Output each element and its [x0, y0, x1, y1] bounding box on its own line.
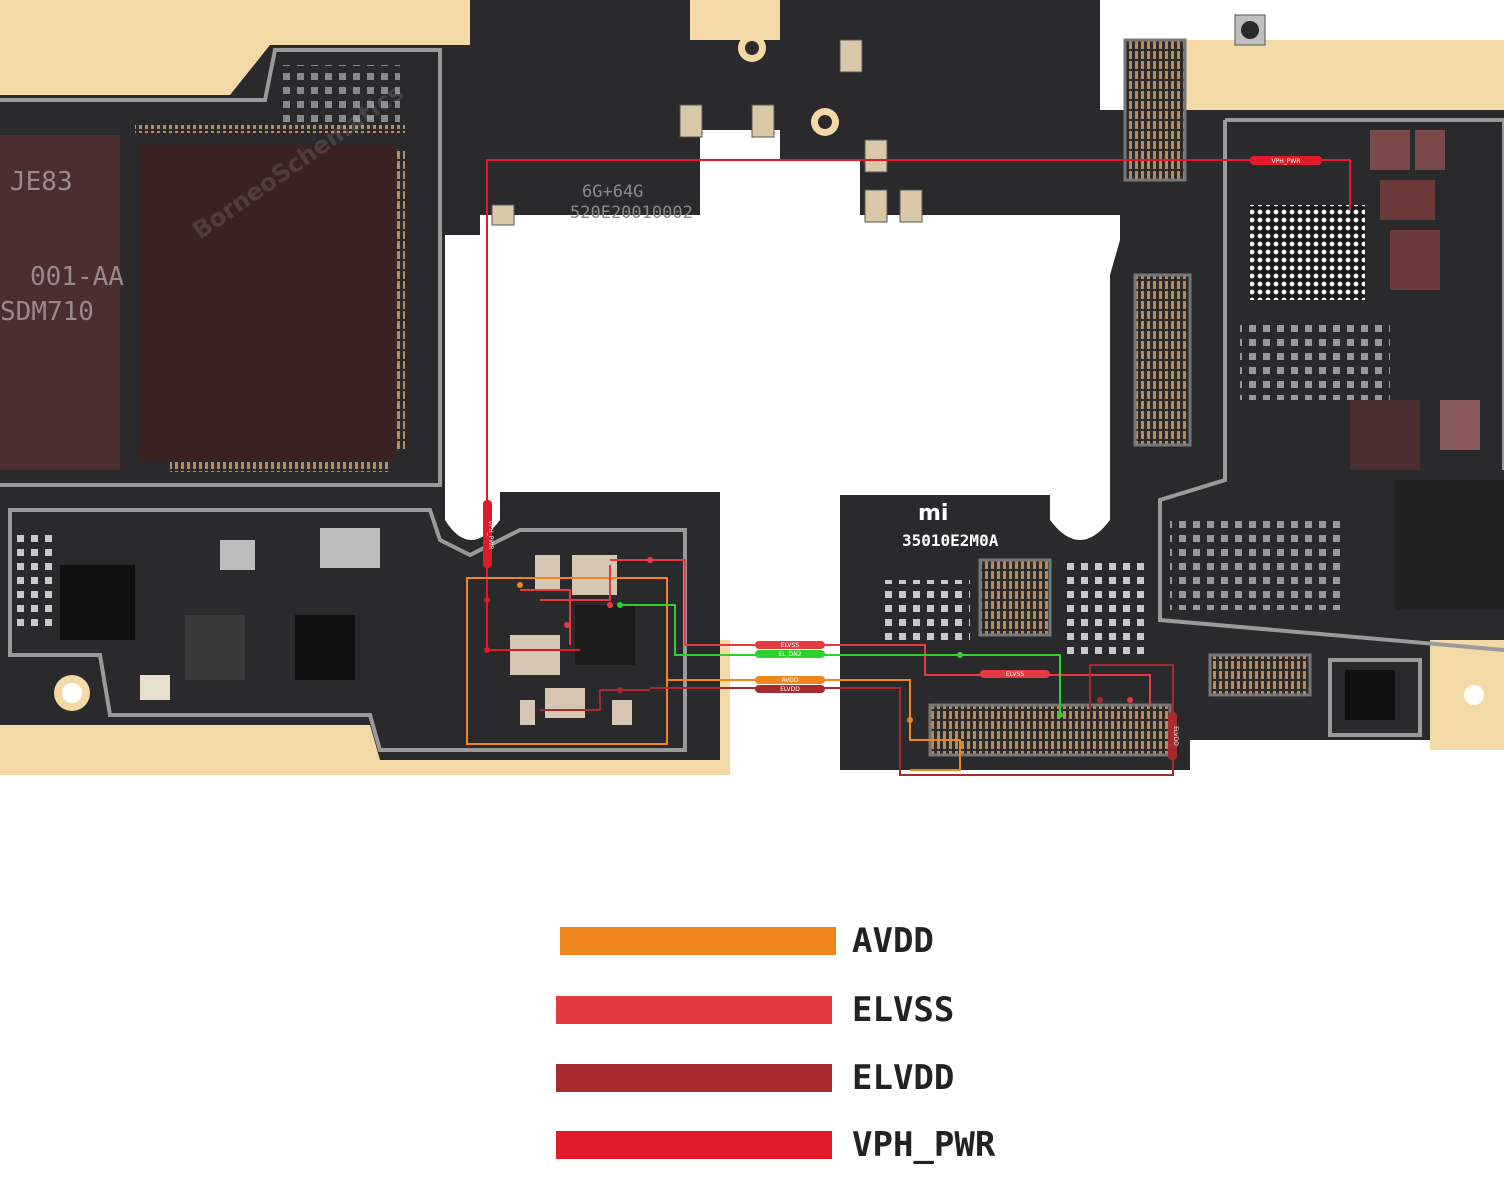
small-components-top [491, 34, 923, 226]
legend-label-avdd: AVDD [852, 921, 934, 961]
el-dn2-trace-label: EL_DN2 [778, 651, 801, 658]
elvdd-side-label: ELVDD [1172, 726, 1179, 746]
elvdd-trace-label: ELVDD [780, 686, 800, 693]
passive-components [10, 130, 1504, 720]
vph-pwr-label-bg [1250, 156, 1322, 165]
elvdd-trace [540, 664, 1174, 776]
legend-swatch-elvdd [556, 1064, 832, 1092]
elvss-trace-label: ELVSS [781, 642, 799, 649]
el-dn2-trace [620, 604, 1061, 715]
legend-label-vph-pwr: VPH_PWR [852, 1125, 996, 1165]
elvss-label-bg [755, 641, 825, 649]
soc-chip [0, 65, 405, 472]
soc-silkscreen-3: 001-AA [30, 262, 124, 292]
legend-swatch-vph-pwr [556, 1131, 832, 1159]
legend-label-elvss: ELVSS [852, 990, 955, 1030]
xiaomi-logo-silkscreen: mi [918, 501, 948, 526]
avdd-label-bg [755, 676, 825, 684]
soc-silkscreen-1: JE83 [10, 167, 73, 197]
avdd-trace-label: AVDD [781, 677, 798, 684]
elvdd-label-bg [755, 685, 825, 693]
trace-node-dots [484, 557, 1133, 723]
memory-silkscreen-2: 520E20010002 [570, 203, 693, 223]
el-dn2-label-bg [755, 650, 825, 658]
board-connectors [54, 14, 1492, 757]
vph-pwr-side-label: VPH_PWR [487, 521, 494, 550]
soc-silkscreen-2: SDM710 [0, 297, 94, 327]
shield-outlines [0, 48, 1504, 752]
avdd-trace [466, 577, 961, 771]
legend-label-elvdd: ELVDD [852, 1058, 955, 1098]
legend-swatch-elvss [556, 996, 832, 1024]
elvss-right-label-bg [980, 670, 1050, 678]
vph-pwr-side-bg [483, 500, 492, 568]
part-number-silkscreen: 35010E2M0A [902, 531, 999, 550]
elvdd-side-label-bg [1168, 712, 1177, 760]
pcb-board-photo: 6G+64G 520E20010002 JE83 SDM710 001-AA [0, 0, 1504, 776]
bga-chip [1250, 205, 1365, 300]
legend-swatch-avdd [560, 927, 836, 955]
memory-silkscreen-1: 6G+64G [582, 182, 643, 202]
elvss-right-trace-label: ELVSS [1006, 671, 1024, 678]
vph-pwr-trace-label: VPH_PWR [1272, 158, 1301, 165]
elvss-trace [520, 559, 1151, 705]
